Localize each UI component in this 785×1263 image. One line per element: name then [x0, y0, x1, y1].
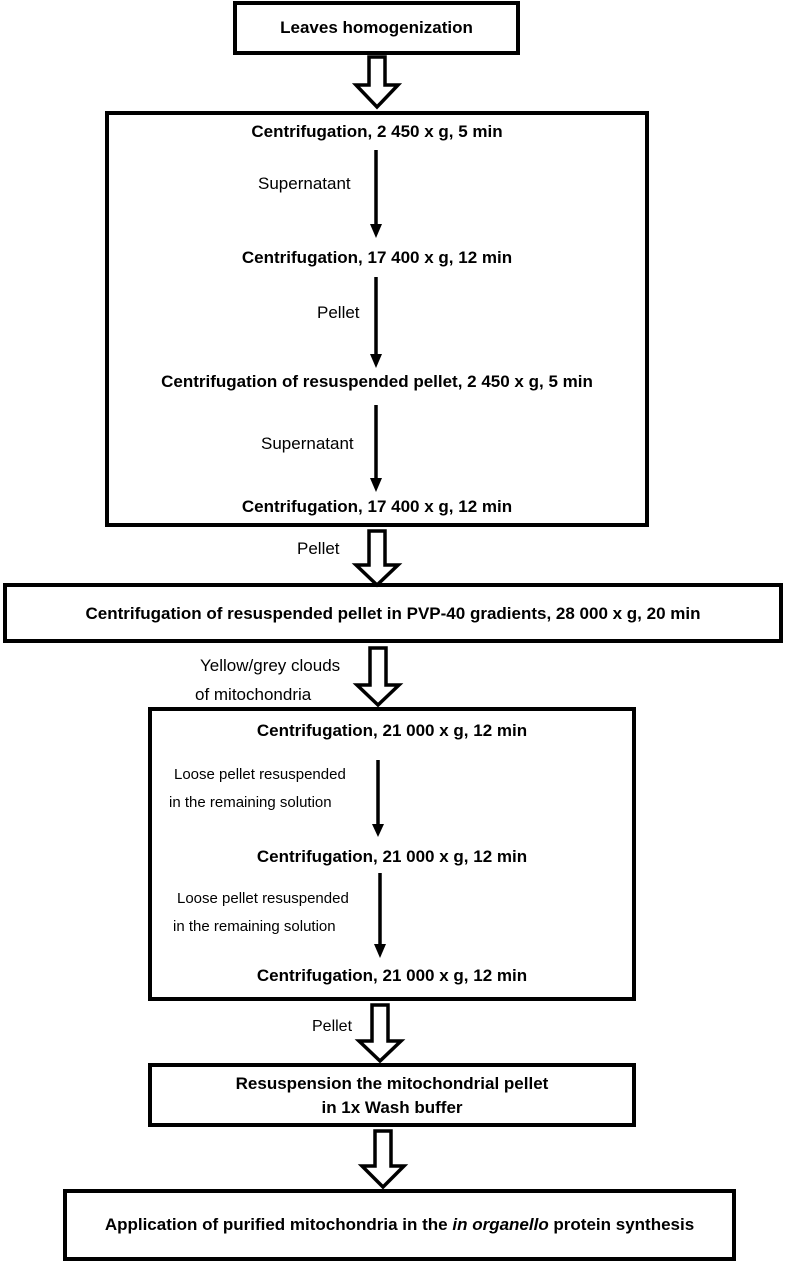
hollow-arrow-4: [354, 1003, 406, 1064]
hollow-arrow-5: [357, 1129, 409, 1190]
application-text-part-2: protein synthesis: [548, 1215, 695, 1234]
washing-centrifugation-group-box: [148, 707, 636, 1001]
hollow-arrow-2: [351, 529, 403, 588]
arrow-head-2: [370, 354, 382, 368]
label-clouds-line-1: Yellow/grey clouds: [200, 656, 341, 675]
label-supernatant-1: Supernatant: [258, 174, 351, 193]
arrow-head-5: [374, 944, 386, 958]
label-pellet-3: Pellet: [312, 1018, 353, 1035]
centrifugation-step-7: Centrifugation, 21 000 x g, 12 min: [256, 966, 528, 985]
centrifugation-step-1: Centrifugation, 2 450 x g, 5 min: [251, 122, 503, 141]
hollow-arrow-1: [351, 55, 403, 110]
centrifugation-step-4: Centrifugation, 17 400 x g, 12 min: [241, 497, 513, 516]
application-box: [63, 1189, 736, 1261]
label-pellet-1: Pellet: [317, 303, 360, 322]
centrifugation-step-3: Centrifugation of resuspended pellet, 2 …: [161, 372, 593, 391]
application-text-part-1: Application of purified mitochondria in …: [104, 1215, 453, 1234]
application-text-italic: in organello: [452, 1215, 549, 1234]
centrifugation-step-5: Centrifugation, 21 000 x g, 12 min: [256, 721, 528, 740]
application-text: Application of purified mitochondria in …: [63, 1215, 736, 1235]
arrow-head-3: [370, 478, 382, 492]
label-clouds-line-2: of mitochondria: [195, 685, 312, 704]
resuspension-line-1: Resuspension the mitochondrial pellet: [235, 1074, 549, 1093]
label-loose-pellet-1-line-1: Loose pellet resuspended: [174, 766, 346, 783]
label-loose-pellet-2-line-2: in the remaining solution: [173, 918, 336, 935]
label-supernatant-2: Supernatant: [261, 434, 354, 453]
hollow-arrow-3: [352, 646, 404, 708]
gradient-centrifugation-text: Centrifugation of resuspended pellet in …: [85, 604, 701, 623]
resuspension-box: [148, 1063, 636, 1127]
arrow-head-1: [370, 224, 382, 238]
resuspension-line-2: in 1x Wash buffer: [321, 1098, 463, 1117]
leaves-homogenization-text: Leaves homogenization: [280, 18, 473, 37]
leaves-homogenization-box: [233, 1, 520, 55]
arrow-head-4: [372, 824, 384, 837]
label-loose-pellet-1-line-2: in the remaining solution: [169, 794, 332, 811]
centrifugation-step-2: Centrifugation, 17 400 x g, 12 min: [241, 248, 513, 267]
label-pellet-2: Pellet: [297, 539, 340, 558]
centrifugation-step-6: Centrifugation, 21 000 x g, 12 min: [256, 847, 528, 866]
gradient-centrifugation-box: [3, 583, 783, 643]
label-loose-pellet-2-line-1: Loose pellet resuspended: [177, 890, 349, 907]
